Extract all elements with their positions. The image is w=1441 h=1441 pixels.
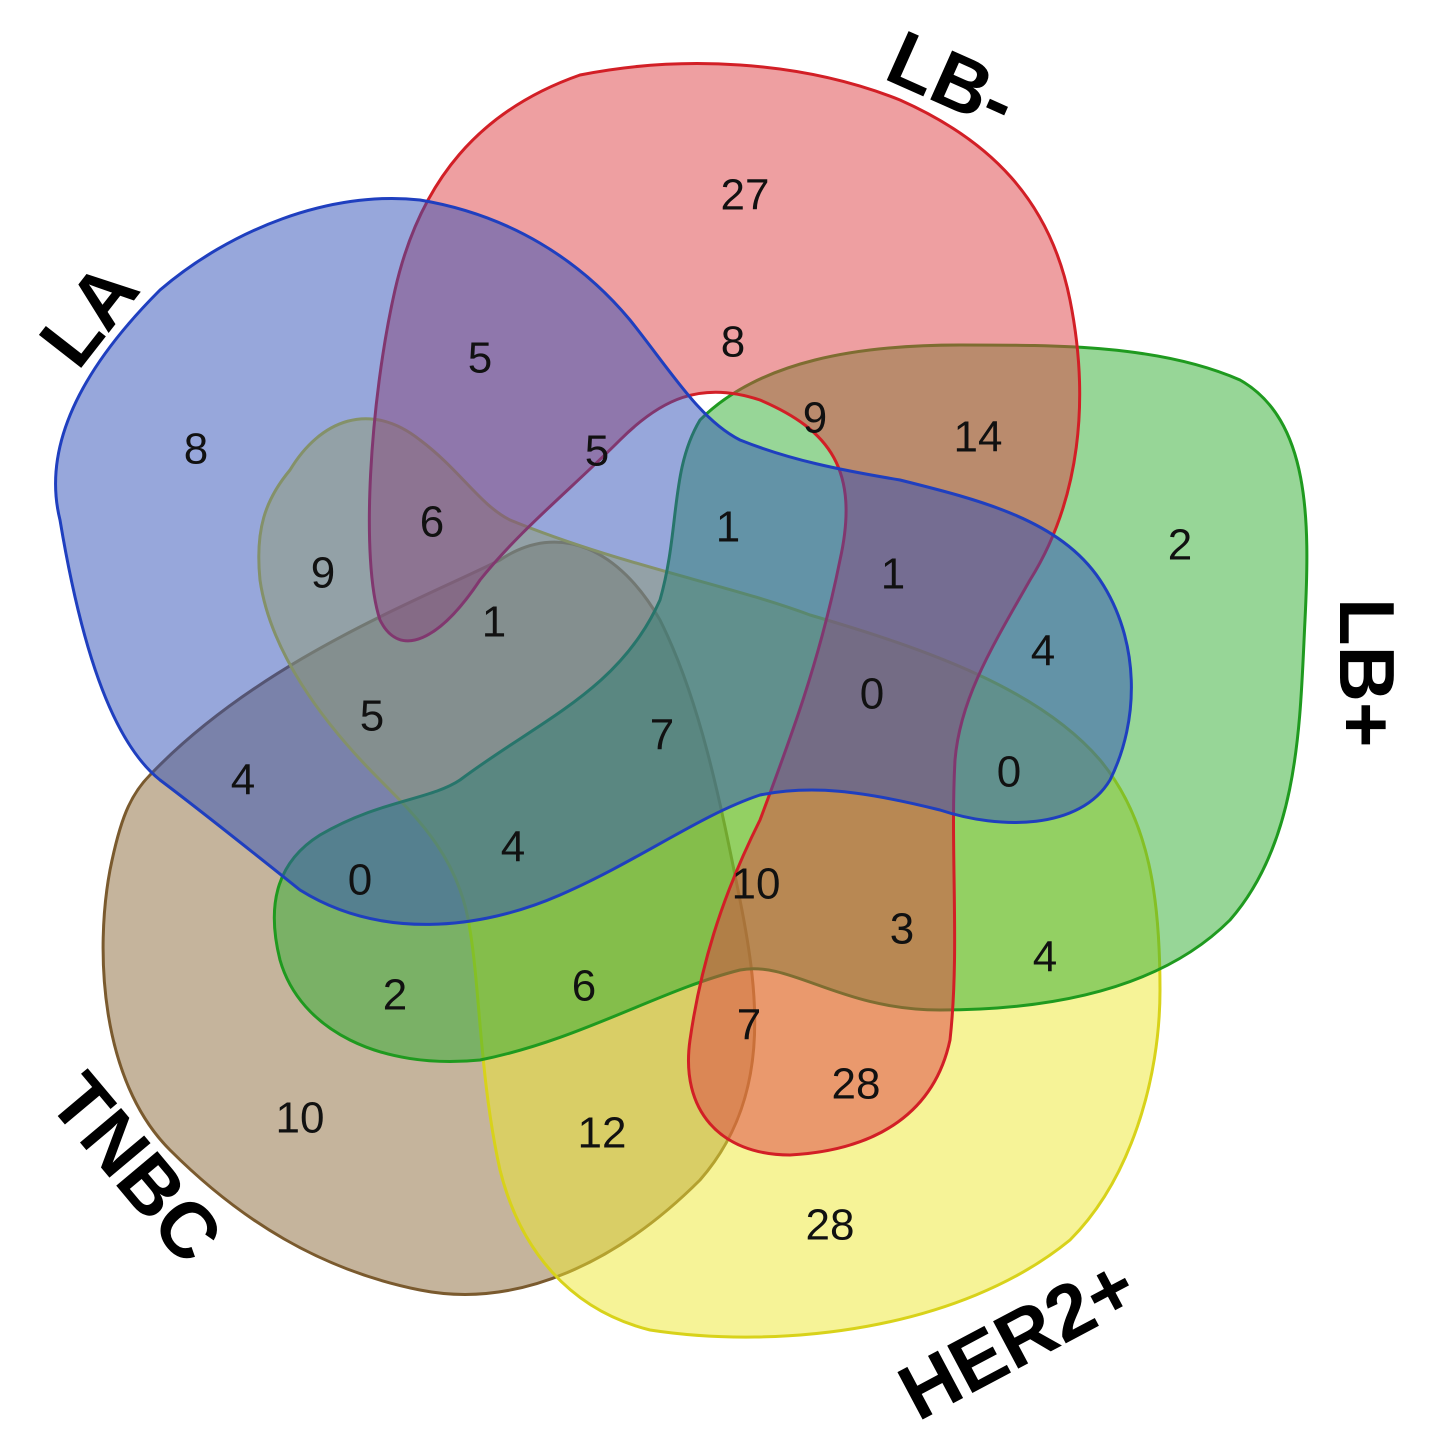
region-count: 6 (420, 498, 444, 547)
region-count: 2 (1168, 521, 1192, 570)
region-count: 0 (860, 670, 884, 719)
region-count: 5 (360, 692, 384, 741)
region-count: 10 (276, 1094, 325, 1143)
region-count: 27 (721, 171, 770, 220)
region-count: 0 (997, 748, 1021, 797)
region-count: 14 (954, 413, 1003, 462)
region-count: 1 (482, 598, 506, 647)
region-count: 8 (721, 318, 745, 367)
region-count: 2 (383, 971, 407, 1020)
region-count: 4 (501, 823, 525, 872)
region-count: 6 (572, 962, 596, 1011)
region-count: 5 (585, 427, 609, 476)
region-count: 0 (348, 856, 372, 905)
region-count: 9 (803, 394, 827, 443)
region-count: 4 (1033, 933, 1057, 982)
region-count: 12 (578, 1109, 627, 1158)
set-shape-la (54, 196, 1133, 926)
region-count: 9 (311, 549, 335, 598)
region-count: 3 (890, 905, 914, 954)
region-count: 1 (881, 550, 905, 599)
region-count: 28 (832, 1060, 881, 1109)
region-count: 8 (184, 425, 208, 474)
region-count: 5 (468, 334, 492, 383)
region-count: 4 (231, 756, 255, 805)
region-count: 7 (650, 711, 674, 760)
region-count: 28 (806, 1201, 855, 1250)
region-count: 1 (716, 503, 740, 552)
region-count: 7 (737, 1001, 761, 1050)
region-count: 4 (1031, 627, 1055, 676)
set-label-lbpos: LB+ (1323, 598, 1411, 748)
region-count: 10 (732, 860, 781, 909)
